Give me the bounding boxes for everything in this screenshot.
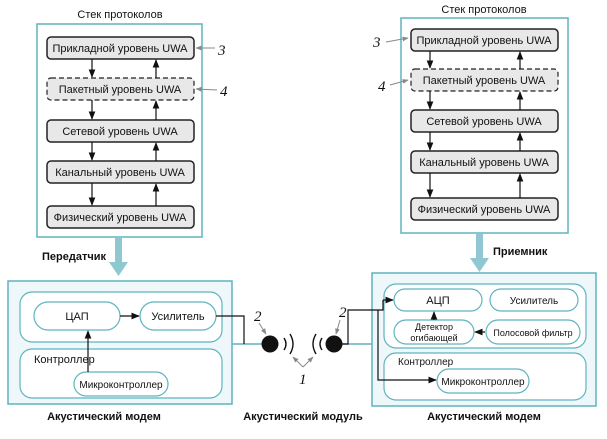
marker-2-left-leader xyxy=(258,322,267,335)
rx-label: Приемник xyxy=(493,246,548,258)
tx-layer-application-label: Прикладной уровень UWA xyxy=(52,43,188,55)
sound-waves-icon xyxy=(283,333,323,355)
tx-layer-network xyxy=(46,119,195,143)
rx-stack-to-modem-arrow xyxy=(470,234,489,272)
tx-microcontroller xyxy=(73,371,169,397)
acoustic-module-caption: Акустический модуль xyxy=(243,411,363,423)
tx-layer-physical-label: Физический уровень UWA xyxy=(54,212,187,224)
tx-output-wire xyxy=(216,315,245,344)
rx-mcu-wire xyxy=(377,310,437,384)
rx-modem-caption: Акустический модем xyxy=(427,411,541,423)
tx-layer-packet-label: Пакетный уровень UWA xyxy=(59,84,182,96)
rx-layer-physical xyxy=(410,197,559,221)
rx-marker-3: 3 xyxy=(372,35,381,51)
rx-layer-application xyxy=(410,28,559,52)
tx-layer-packet xyxy=(46,77,195,101)
rx-adc xyxy=(393,288,483,312)
tx-stack-arrows xyxy=(88,59,160,206)
tx-controller-label: Контроллер xyxy=(34,354,95,366)
rx-detector-label-2: огибающей xyxy=(410,333,457,343)
rx-bandpass-filter xyxy=(485,319,581,345)
rx-controller-label: Контроллер xyxy=(398,357,454,368)
tx-layer-network-label: Сетевой уровень UWA xyxy=(62,126,178,138)
rx-stack-arrows xyxy=(426,51,524,198)
rx-marker-4: 4 xyxy=(378,79,386,95)
marker-2-right: 2 xyxy=(339,305,347,321)
tx-dac-label: ЦАП xyxy=(65,311,88,323)
marker-2-right-leader xyxy=(335,319,341,335)
tx-layer-application xyxy=(46,36,195,60)
tx-transducer xyxy=(261,335,279,353)
tx-microcontroller-label: Микроконтроллер xyxy=(79,380,163,391)
rx-adc-label: АЦП xyxy=(426,295,449,307)
tx-modem-caption: Акустический модем xyxy=(47,411,161,423)
tx-marker-4: 4 xyxy=(220,84,228,100)
tx-marker-3: 3 xyxy=(217,43,226,59)
rx-layer-network xyxy=(410,109,559,133)
rx-amplifier xyxy=(489,288,579,312)
tx-layer-link-label: Канальный уровень UWA xyxy=(55,167,185,179)
rx-microcontroller-label: Микроконтроллер xyxy=(441,377,525,388)
marker-1-leader-left xyxy=(292,356,304,368)
rx-layer-link xyxy=(410,150,559,174)
marker-2-left: 2 xyxy=(254,309,262,325)
tx-marker-4-leader xyxy=(195,86,218,92)
rx-amplifier-label: Усилитель xyxy=(510,296,558,307)
tx-stack-title: Стек протоколов xyxy=(77,9,162,21)
marker-1: 1 xyxy=(299,372,307,388)
rx-layer-link-label: Канальный уровень UWA xyxy=(419,157,549,169)
tx-layer-link xyxy=(46,160,195,184)
rx-signal-arrows xyxy=(383,296,485,336)
rx-layer-network-label: Сетевой уровень UWA xyxy=(426,116,542,128)
rx-input-wire xyxy=(336,300,384,345)
rx-marker-4-leader xyxy=(389,79,409,86)
tx-label: Передатчик xyxy=(42,251,106,263)
rx-layer-packet xyxy=(410,68,559,92)
tx-layer-physical xyxy=(46,205,195,229)
rx-marker-3-leader xyxy=(385,36,409,43)
rx-bandpass-label: Полосовой фильтр xyxy=(493,328,572,338)
rx-detector-label-1: Детектор xyxy=(415,322,453,332)
rx-stack-title: Стек протоколов xyxy=(441,4,526,16)
rx-microcontroller xyxy=(436,368,530,394)
marker-1-leader-right xyxy=(302,356,314,368)
rx-layer-packet-label: Пакетный уровень UWA xyxy=(423,75,546,87)
rx-layer-application-label: Прикладной уровень UWA xyxy=(416,35,552,47)
tx-amplifier-label: Усилитель xyxy=(151,311,205,323)
rx-transducer xyxy=(325,335,343,353)
tx-stack-to-modem-arrow xyxy=(109,238,128,276)
rx-layer-physical-label: Физический уровень UWA xyxy=(418,204,551,216)
